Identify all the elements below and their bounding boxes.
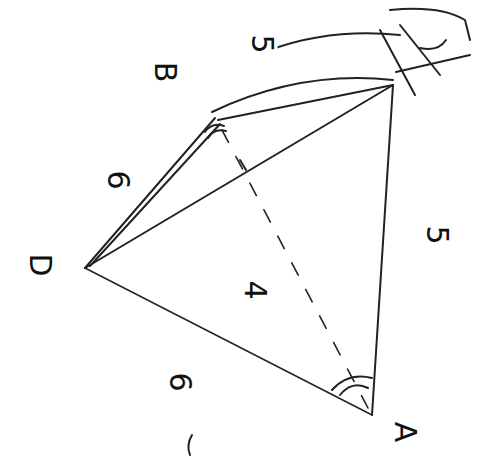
construction-arc [390,9,470,40]
vertex-or-length-label: A [389,419,421,446]
vertex-or-length-label: 6 [102,167,134,192]
construction-mark [420,40,446,49]
stray-mark [188,435,192,455]
vertex-or-length-label: 5 [246,31,278,56]
vertex-or-length-label: B [149,59,181,86]
construction-line [380,30,415,95]
segment-db [85,118,215,268]
construction-arc [270,33,400,50]
vertex-or-length-label: 6 [164,369,196,394]
segment-bc-arc [212,78,393,112]
tick-mark [240,160,246,170]
angle-mark [208,130,226,138]
segment-bc [218,85,393,120]
segment-dc [85,85,393,268]
angle-mark [340,385,368,395]
angle-mark [332,377,372,391]
construction-line [396,55,470,72]
dashed-segment [222,130,368,408]
vertex-or-length-label: 5 [421,222,453,247]
segment-db2 [90,124,220,266]
vertex-or-length-label: 4 [239,277,271,302]
segment-da [85,268,372,415]
segment-ca [372,85,393,415]
vertex-or-length-label: D [24,250,56,279]
